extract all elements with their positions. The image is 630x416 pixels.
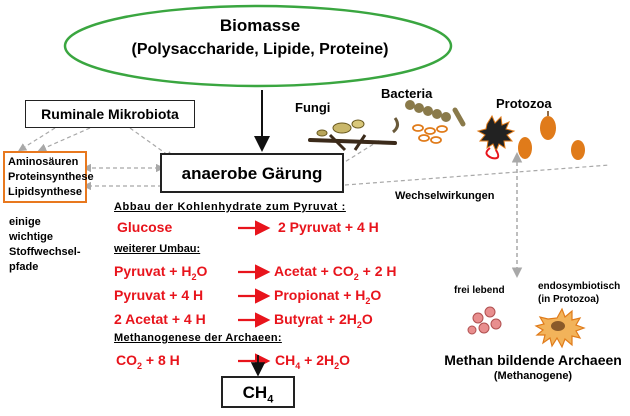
m-right-c: O bbox=[339, 352, 351, 368]
fermentation-box: anaerobe Gärung bbox=[160, 153, 344, 193]
r1-left-sub: 2 bbox=[191, 271, 197, 282]
bacteria-illustration bbox=[392, 100, 466, 144]
biomass-ellipse bbox=[63, 4, 453, 88]
r2-right: Propionat + H2O bbox=[274, 287, 381, 306]
archaea-title: Methan bildende Archaeen bbox=[444, 352, 622, 368]
dashed-fermentation-fungi bbox=[339, 139, 381, 166]
microbiota-box: Ruminale Mikrobiota bbox=[25, 100, 195, 128]
r1-right-b: + 2 H bbox=[358, 263, 397, 279]
m-left-sub: 2 bbox=[137, 360, 143, 371]
glucose-label: Glucose bbox=[117, 219, 173, 235]
m-right-sub2: 2 bbox=[334, 360, 340, 371]
methanogenesis-right: CH4 + 2H2O bbox=[275, 352, 350, 371]
pyruvate-product: 2 Pyruvat + 4 H bbox=[278, 219, 379, 235]
biomass-title: Biomasse bbox=[219, 16, 301, 35]
m-right-b: + 2H bbox=[300, 352, 335, 368]
side-note-line4: pfade bbox=[9, 261, 39, 273]
methane-sub: 4 bbox=[267, 393, 274, 406]
r2-right-b: O bbox=[370, 287, 382, 303]
synthesis-box: Aminosäuren Proteinsynthese Lipidsynthes… bbox=[3, 151, 94, 203]
free-living-label: frei lebend bbox=[454, 285, 505, 296]
r2-left: Pyruvat + 4 H bbox=[114, 287, 204, 303]
endo-label-2: (in Protozoa) bbox=[538, 294, 600, 305]
protozoa-illustration bbox=[476, 111, 585, 160]
r1-left-a: Pyruvat + H bbox=[114, 263, 192, 279]
methanogenesis-left: CO2 + 8 H bbox=[116, 352, 180, 371]
bacteria-label: Bacteria bbox=[381, 86, 433, 101]
r1-right-sub: 2 bbox=[353, 271, 359, 282]
fungi-label: Fungi bbox=[295, 100, 331, 115]
endo-label-1: endosymbiotisch bbox=[538, 281, 621, 292]
r1-right-a: Acetat + CO bbox=[274, 263, 354, 279]
section3-heading: Methanogenese der Archaeen: bbox=[114, 332, 282, 344]
r3-right: Butyrat + 2H2O bbox=[274, 311, 373, 330]
r3-left: 2 Acetat + 4 H bbox=[114, 311, 206, 327]
synthesis-line2: Proteinsynthese bbox=[8, 171, 94, 183]
m-left-a: CO bbox=[116, 352, 137, 368]
section2-heading: weiterer Umbau: bbox=[114, 243, 201, 255]
dashed-fermentation-protozoa bbox=[344, 164, 611, 186]
m-left-b: + 8 H bbox=[142, 352, 180, 368]
archaea-subtitle: (Methanogene) bbox=[493, 370, 573, 382]
endo-archaea-illustration bbox=[534, 307, 586, 349]
interaction-label: Wechselwirkungen bbox=[393, 189, 497, 203]
free-archaea-illustration bbox=[467, 306, 502, 335]
methane-formula: CH4 bbox=[223, 378, 293, 414]
protozoa-label: Protozoa bbox=[496, 96, 552, 111]
methane-box: CH4 bbox=[221, 376, 295, 408]
dashed-microbiota-synthesis bbox=[37, 127, 91, 152]
r2-right-a: Propionat + H bbox=[274, 287, 366, 303]
side-note: einige wichtige Stoffwechsel- pfade bbox=[9, 215, 81, 275]
side-note-line1: einige bbox=[9, 216, 41, 228]
biomass-subtitle: (Polysaccharide, Lipide, Proteine) bbox=[131, 41, 389, 58]
microbiota-label: Ruminale Mikrobiota bbox=[41, 106, 179, 122]
side-note-line3: Stoffwechsel- bbox=[9, 246, 81, 258]
m-right-sub1: 4 bbox=[295, 360, 301, 371]
fungi-illustration bbox=[308, 119, 397, 152]
r3-right-b: O bbox=[361, 311, 373, 327]
r3-right-a: Butyrat + 2H bbox=[274, 311, 357, 327]
synthesis-line1: Aminosäuren bbox=[8, 156, 79, 168]
r3-right-sub: 2 bbox=[356, 319, 362, 330]
r1-left: Pyruvat + H2O bbox=[114, 263, 207, 282]
r1-right: Acetat + CO2 + 2 H bbox=[274, 263, 397, 282]
methane-ch: CH bbox=[242, 383, 268, 402]
dashed-microbiota-left bbox=[17, 127, 56, 152]
synthesis-line3: Lipidsynthese bbox=[8, 186, 82, 198]
m-right-a: CH bbox=[275, 352, 296, 368]
section1-heading: Abbau der Kohlenhydrate zum Pyruvat : bbox=[114, 201, 346, 213]
r1-left-b: O bbox=[196, 263, 208, 279]
side-note-line2: wichtige bbox=[9, 231, 54, 243]
fermentation-label: anaerobe Gärung bbox=[181, 164, 323, 183]
r2-right-sub: 2 bbox=[365, 295, 371, 306]
